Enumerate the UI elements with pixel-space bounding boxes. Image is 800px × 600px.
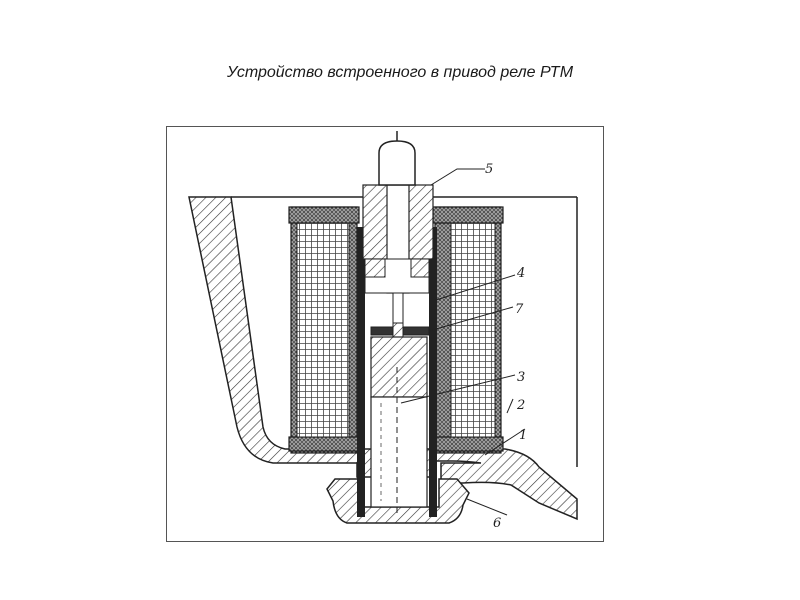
core bbox=[370, 336, 428, 398]
plunger-knob bbox=[378, 140, 416, 186]
left-coil-winding bbox=[296, 222, 350, 438]
tube-wall-right bbox=[429, 227, 437, 517]
callout-7: 7 bbox=[515, 302, 524, 317]
callout-6: 6 bbox=[493, 516, 501, 531]
callout-leaders bbox=[400, 168, 526, 516]
slide-title: Устройство встроенного в привод реле РТМ bbox=[226, 64, 574, 81]
tube-wall-left bbox=[357, 227, 365, 517]
relay-diagram-frame: 5 4 7 3 2 1 6 bbox=[166, 126, 604, 542]
callout-4: 4 bbox=[516, 266, 525, 281]
callout-2: 2 bbox=[516, 398, 525, 413]
callout-1: 1 bbox=[519, 428, 527, 443]
callout-3: 3 bbox=[517, 370, 525, 385]
callout-5: 5 bbox=[485, 162, 493, 177]
relay-diagram: 5 4 7 3 2 1 6 bbox=[188, 131, 578, 531]
right-coil-winding bbox=[450, 222, 496, 438]
